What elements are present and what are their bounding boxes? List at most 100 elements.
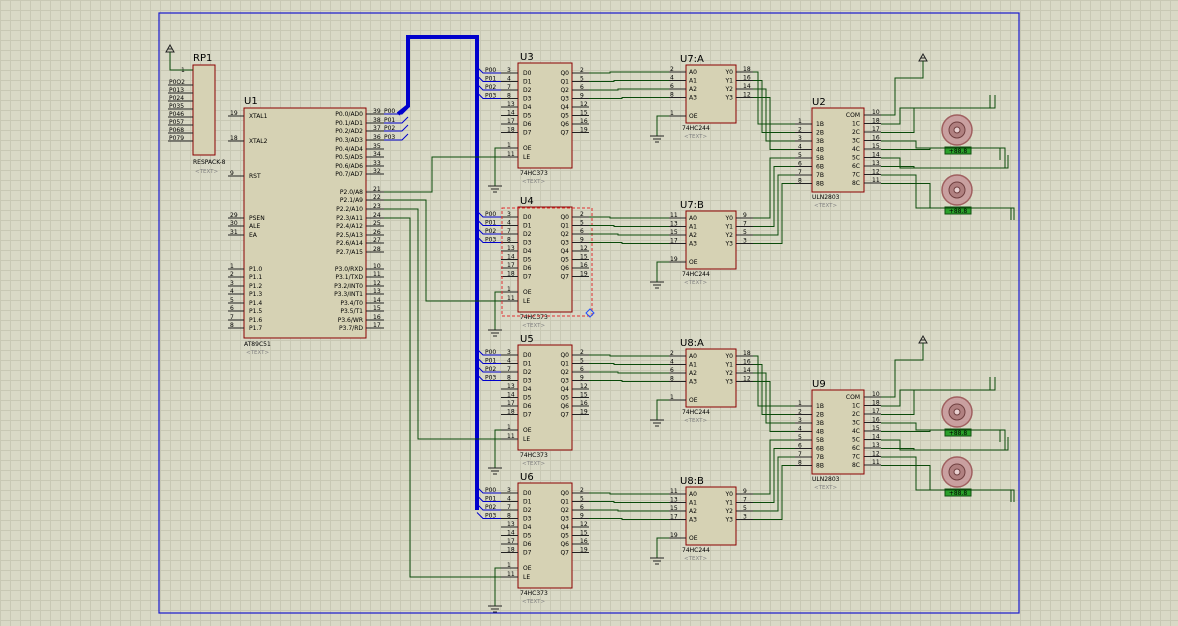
- decoder-pin-num: 14: [743, 83, 751, 90]
- decoder-pin-num: 5: [743, 229, 747, 236]
- u1-pin-num: 22: [373, 194, 381, 201]
- u1-pin-name: P3.7/RD: [339, 325, 363, 332]
- decoder-pin-name: Y0: [725, 215, 734, 222]
- decoder-pin-num: 6: [670, 367, 674, 374]
- driver-pin-name: 1B: [816, 121, 824, 128]
- driver-com-wire: [881, 355, 924, 398]
- latch-pin-name: D7: [523, 412, 532, 419]
- latch-pin-name: Q5: [560, 257, 569, 264]
- driver-pin-num: 13: [872, 160, 880, 167]
- latch-pin-name: Q4: [560, 104, 569, 111]
- driver-body: [811, 107, 865, 193]
- decoder-body: [685, 64, 737, 124]
- decoder-pin-num: 4: [670, 75, 674, 82]
- power-symbol: [918, 52, 928, 73]
- driver-pin-name: 4B: [816, 429, 824, 436]
- latch-bus-label: P03: [485, 513, 496, 520]
- bus-entry-latch: [476, 357, 501, 364]
- latch-pin-num: 14: [507, 392, 515, 399]
- driver-pin-name: 6C: [852, 163, 860, 170]
- latch-pin-name: Q5: [560, 113, 569, 120]
- latch-body: [517, 482, 573, 589]
- u1-pin-name: P0.4/AD4: [335, 146, 363, 153]
- latch-pin-name: Q3: [560, 378, 569, 385]
- driver-pin-num: 13: [872, 442, 880, 449]
- driver-pin-name: 7C: [852, 172, 860, 179]
- decoder-pin-name: A3: [689, 241, 697, 248]
- latch-pin-name: D1: [523, 223, 532, 230]
- motor-shaft: [953, 126, 961, 134]
- latch-to-decoder-wire: [589, 80, 669, 82]
- decoder-pin-name: A2: [689, 232, 697, 239]
- bus-entry-latch: [476, 348, 501, 356]
- latch-body: [517, 62, 573, 169]
- driver-pin-name: 7B: [816, 172, 824, 179]
- u1-pin-num: 21: [373, 186, 381, 193]
- latch-to-decoder-wire: [589, 501, 669, 503]
- driver-pin-num: 14: [872, 434, 880, 441]
- ground-symbol: [650, 550, 664, 565]
- u1-pin-num: 8: [230, 322, 234, 329]
- decoder-pin-num: 12: [743, 92, 751, 99]
- latch-pin-name: D4: [523, 248, 532, 255]
- latch-pin-name: D1: [523, 79, 532, 86]
- bus-entry-latch: [476, 83, 501, 91]
- latch-pin-num: 7: [507, 504, 511, 511]
- latch-pin-name: LE: [523, 154, 530, 161]
- decoder-oe-name: OE: [689, 259, 698, 266]
- latch-pin-name: Q7: [560, 412, 569, 419]
- latch-pin-name: Q4: [560, 386, 569, 393]
- u1-pin-num: 7: [230, 314, 234, 321]
- latch-pin-name: D5: [523, 113, 532, 120]
- u1-pin-name: ALE: [249, 223, 260, 230]
- latch-bus-label: P02: [485, 84, 496, 91]
- bus-entry-latch: [476, 495, 501, 502]
- u1-pin-name: P2.6/A14: [336, 240, 363, 247]
- latch-pin-name: D2: [523, 87, 532, 94]
- latch-pin-num: 14: [507, 254, 515, 261]
- latch-pin-name: D0: [523, 352, 532, 359]
- driver-body: [811, 389, 865, 475]
- rp1-net-label: P057: [169, 119, 184, 126]
- latch-pin-num: 11: [507, 433, 515, 440]
- decoder-pin-name: A3: [689, 379, 697, 386]
- driver-pin-num: 1: [798, 118, 802, 125]
- u1-pin-name: EA: [249, 232, 258, 239]
- latch-pin-name: D3: [523, 240, 532, 247]
- motor-coil-wire: [881, 437, 1006, 451]
- decoder-to-driver-wire: [753, 183, 795, 244]
- driver-pin-num: 4: [798, 144, 802, 151]
- latch-to-decoder-wire: [589, 518, 669, 520]
- latch-pin-name: Q0: [560, 70, 569, 77]
- latch-pin-num: 13: [507, 101, 515, 108]
- latch-bus-label: P02: [485, 228, 496, 235]
- u1-pin-name: P0.1/AD1: [335, 120, 363, 127]
- decoder-pin-name: Y3: [725, 241, 734, 248]
- latch-pin-num: 5: [580, 76, 584, 83]
- latch-pin-num: 5: [580, 220, 584, 227]
- latch-pin-num: 8: [507, 93, 511, 100]
- motor-shaft: [953, 408, 961, 416]
- motor-shaft: [953, 186, 961, 194]
- u1-pin-num: 6: [230, 305, 234, 312]
- decoder-to-driver-wire: [753, 174, 795, 236]
- decoder-pin-name: Y1: [725, 500, 734, 507]
- driver-pin-name: 8B: [816, 181, 824, 188]
- u1-pin-name: P0.5/AD5: [335, 154, 363, 161]
- rp1-part: RESPACK-8: [193, 159, 226, 166]
- latch-pin-name: D4: [523, 386, 532, 393]
- u1-pin-name: P3.0/RXD: [335, 266, 363, 273]
- latch-pin-name: Q5: [560, 533, 569, 540]
- latch-pin-num: 7: [507, 84, 511, 91]
- latch-bus-label: P01: [485, 76, 496, 83]
- u1-pin-num: 36: [373, 134, 381, 141]
- decoder-pin-name: Y3: [725, 95, 734, 102]
- latch-pin-name: Q4: [560, 524, 569, 531]
- latch-pin-num: 19: [580, 547, 588, 554]
- driver-text: <TEXT>: [814, 203, 837, 209]
- u1-pin-name: P2.2/A10: [336, 206, 363, 213]
- latch-pin-num: 3: [507, 67, 511, 74]
- decoder-body: [685, 348, 737, 408]
